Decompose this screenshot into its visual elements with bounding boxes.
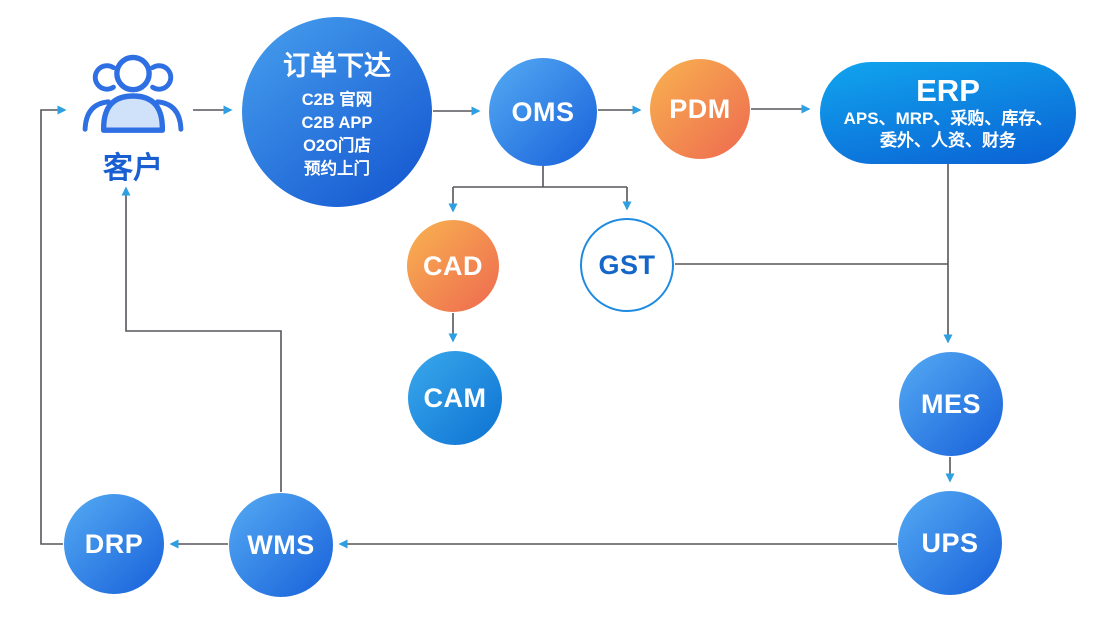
node-order: 订单下达 C2B 官网 C2B APP O2O门店 预约上门 bbox=[242, 17, 432, 207]
erp-title: ERP bbox=[916, 73, 980, 108]
node-cad: CAD bbox=[407, 220, 499, 312]
node-cam: CAM bbox=[408, 351, 502, 445]
node-drp: DRP bbox=[64, 494, 164, 594]
order-channel-o2o-store: O2O门店 bbox=[303, 136, 371, 155]
node-oms: OMS bbox=[489, 58, 597, 166]
edge-wms-customer bbox=[121, 186, 282, 492]
node-mes: MES bbox=[899, 352, 1003, 456]
edge-oms-branch bbox=[453, 166, 627, 188]
erp-modules-line1: APS、MRP、采购、库存、 bbox=[843, 109, 1053, 128]
order-channel-c2b-app: C2B APP bbox=[301, 113, 373, 132]
node-gst: GST bbox=[580, 218, 674, 312]
edge-drp-customer bbox=[40, 105, 67, 545]
order-channel-c2b-web: C2B 官网 bbox=[301, 90, 373, 109]
customer-label: 客户 bbox=[103, 152, 163, 185]
node-wms: WMS bbox=[229, 493, 333, 597]
node-pdm: PDM bbox=[650, 59, 750, 159]
node-customer: 客户 bbox=[66, 52, 200, 187]
node-erp: ERP APS、MRP、采购、库存、 委外、人资、财务 bbox=[820, 62, 1076, 164]
customers-group-icon bbox=[82, 54, 184, 133]
erp-modules-line2: 委外、人资、财务 bbox=[880, 131, 1016, 150]
order-title: 订单下达 bbox=[283, 50, 391, 81]
order-channel-appointment: 预约上门 bbox=[304, 159, 370, 178]
node-ups: UPS bbox=[898, 491, 1002, 595]
